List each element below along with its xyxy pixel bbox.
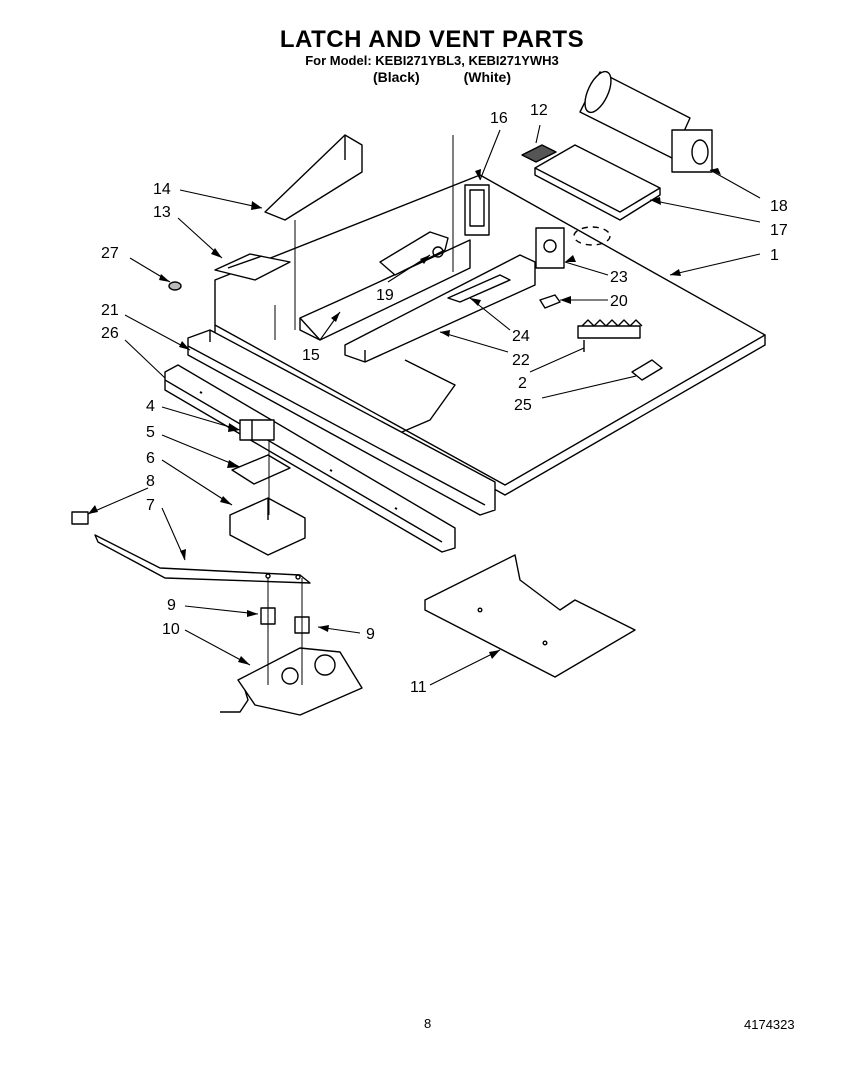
part-21-front-rail — [187, 329, 496, 516]
callout-25: 25 — [514, 397, 532, 414]
callout-20: 20 — [610, 293, 628, 310]
assembly-guide-lines — [267, 135, 454, 685]
callout-23: 23 — [610, 269, 628, 286]
callout-18: 18 — [770, 198, 788, 215]
part-16-bracket — [464, 184, 490, 236]
part-27-nut — [168, 281, 182, 291]
part-6-latch-bracket — [229, 497, 306, 556]
callout-4: 4 — [146, 398, 155, 415]
callout-19: 19 — [376, 287, 394, 304]
callout-6: 6 — [146, 450, 155, 467]
callout-17: 17 — [770, 222, 788, 239]
part-15-vent-duct — [299, 239, 471, 341]
part-23-bracket — [535, 227, 565, 269]
part-12-clip — [521, 144, 557, 163]
part-10-latch-assembly — [220, 647, 363, 716]
callout-labels: 14 13 27 21 26 4 5 6 8 7 9 10 9 11 15 19… — [101, 102, 788, 696]
page-number: 8 — [424, 1016, 432, 1031]
gasket-ring-dashed — [573, 226, 611, 246]
callout-27: 27 — [101, 245, 119, 262]
page-title: LATCH AND VENT PARTS — [279, 26, 585, 53]
callout-9-left: 9 — [167, 597, 176, 614]
callout-2: 2 — [518, 375, 527, 392]
callout-8: 8 — [146, 473, 155, 490]
part-11-cover-plate — [424, 554, 636, 678]
part-7-latch-link — [94, 534, 311, 584]
callout-10: 10 — [162, 621, 180, 638]
page-header: LATCH AND VENT PARTS For Model: KEBI271Y… — [0, 26, 864, 86]
part-24-slide — [447, 274, 511, 303]
part-13-plate — [214, 253, 291, 281]
document-code: 4174323 — [744, 1017, 795, 1032]
callout-21: 21 — [101, 302, 119, 319]
part-18-blower-motor — [579, 70, 713, 173]
callout-1: 1 — [770, 247, 779, 264]
part-8-link-end — [71, 511, 89, 525]
callout-9-right: 9 — [366, 626, 375, 643]
part-26-lower-rail — [164, 364, 456, 553]
callout-24: 24 — [512, 328, 530, 345]
callout-26: 26 — [101, 325, 119, 342]
callout-14: 14 — [153, 181, 171, 198]
callout-16: 16 — [490, 110, 508, 127]
color-white-label: (White) — [463, 69, 511, 85]
callout-5: 5 — [146, 424, 155, 441]
callout-22: 22 — [512, 352, 530, 369]
part-20-clip — [539, 294, 561, 309]
part-19-clip — [379, 231, 449, 276]
callout-7: 7 — [146, 497, 155, 514]
callout-arrowheads — [88, 168, 721, 665]
callout-11: 11 — [410, 679, 427, 696]
part-4-latch-switch — [239, 419, 275, 441]
callout-15: 15 — [302, 347, 320, 364]
part-5-insulator — [231, 454, 291, 485]
part-25-clamp — [631, 359, 663, 381]
model-line: For Model: KEBI271YBL3, KEBI271YWH3 — [305, 53, 559, 68]
color-variants: (Black) (White) — [0, 68, 864, 86]
part-17-mount-plate — [534, 144, 661, 221]
part-14-chute — [264, 134, 363, 221]
callout-13: 13 — [153, 204, 171, 221]
color-black-label: (Black) — [372, 69, 420, 85]
callout-12: 12 — [530, 102, 548, 119]
part-2-terminal-block — [577, 319, 643, 352]
